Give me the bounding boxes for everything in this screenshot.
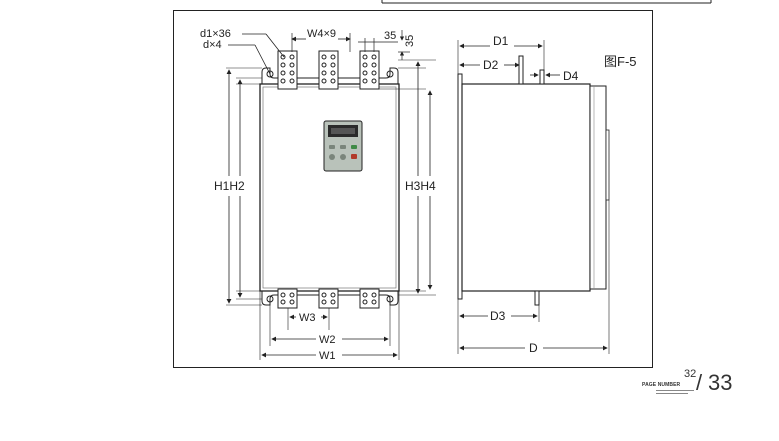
label-35-horizontal: 35 [384, 30, 396, 42]
label-d3: D3 [490, 309, 506, 323]
mount-hole-bottom-left [266, 295, 274, 303]
figure-label: 图F-5 [604, 54, 637, 69]
key-down-icon [340, 154, 346, 160]
label-w3: W3 [299, 312, 316, 324]
label-d2: D2 [483, 58, 499, 72]
footer-rule [656, 393, 688, 394]
label-d-side: D [529, 341, 538, 355]
bottom-busbars [277, 288, 380, 309]
figure-frame [173, 10, 653, 368]
stop-key-icon [351, 154, 357, 159]
top-busbar-middle [318, 50, 339, 90]
label-d1: d1×36 [200, 28, 231, 40]
side-front-cover [589, 85, 607, 290]
page-number-total: 33 [708, 370, 733, 395]
page-number-label: PAGE NUMBER [642, 382, 681, 388]
mount-hole-top-right [386, 70, 394, 78]
top-busbars [277, 50, 380, 90]
top-busbar-right [359, 50, 380, 90]
label-d1-side: D1 [493, 34, 509, 48]
mount-hole-top-left [266, 70, 274, 78]
label-h3h4: H3H4 [405, 179, 436, 193]
key-up-icon [329, 154, 335, 160]
front-view: d1×36 d×4 W4×9 35 35 H1H2 H3H4 W3 W2 W1 [200, 28, 436, 362]
top-busbar-left [277, 50, 298, 90]
keypad-panel [323, 120, 363, 172]
label-w2: W2 [319, 334, 336, 346]
side-top-terminal-2 [539, 69, 545, 85]
drive-body [259, 83, 400, 292]
footer-rule [656, 390, 694, 391]
bottom-busbar-left [277, 288, 298, 309]
side-body [461, 83, 591, 292]
page-footer: PAGE NUMBER 32 / 33 [640, 364, 760, 404]
label-w4: W4×9 [307, 28, 336, 40]
bottom-busbar-right [359, 288, 380, 309]
key-icon [329, 145, 335, 149]
mounting-plate [457, 73, 463, 300]
side-top-terminal-1 [518, 55, 524, 85]
run-key-icon [351, 145, 357, 149]
bottom-busbar-middle [318, 288, 339, 309]
mount-hole-bottom-right [386, 295, 394, 303]
previous-box-edge [381, 0, 712, 4]
key-icon [340, 145, 346, 149]
label-w1: W1 [319, 350, 336, 362]
page-number-slash: / [696, 370, 703, 395]
side-view: D1 D2 D4 D3 D [457, 34, 610, 355]
page-number-current: 32 [684, 368, 697, 380]
side-bottom-terminal [534, 290, 540, 306]
label-d: d×4 [203, 39, 222, 51]
side-keypad-protrusion [605, 129, 610, 201]
label-d4: D4 [563, 69, 579, 83]
label-35-vertical: 35 [404, 35, 416, 47]
label-h1h2: H1H2 [214, 179, 245, 193]
